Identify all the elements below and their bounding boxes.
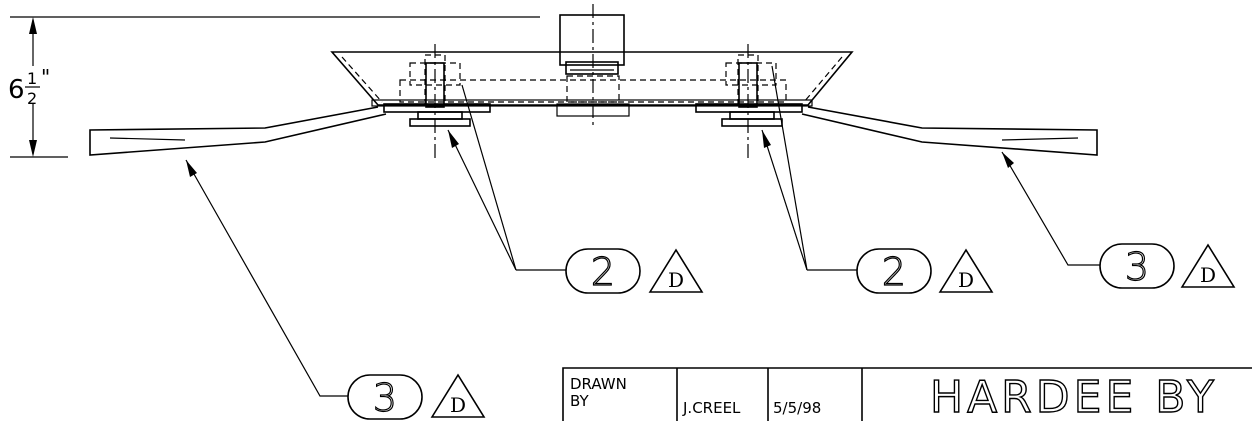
title-block: DRAWN BY J.CREEL 5/5/98 HARDEE BY xyxy=(562,367,1252,421)
callout-balloon-left-2: 2 xyxy=(565,248,641,295)
revision-letter: D xyxy=(668,268,684,292)
bolt-assembly-right xyxy=(695,44,803,160)
leader-lines-left-2 xyxy=(447,84,566,271)
drawing-date: 5/5/98 xyxy=(773,399,821,417)
callout-balloon-right-2: 2 xyxy=(856,248,932,295)
callout-right-2-number: 2 xyxy=(882,250,906,294)
dimension-whole: 6 xyxy=(8,75,25,105)
callout-right-3-number: 3 xyxy=(1125,245,1149,289)
dimension-numerator: 1 xyxy=(27,69,37,88)
revision-triangle-left-2: D xyxy=(648,248,704,293)
leader-line-right-3 xyxy=(1001,151,1100,266)
blade-left xyxy=(89,106,387,156)
callout-balloon-right-3: 3 xyxy=(1099,243,1175,290)
drawing-title: HARDEE BY xyxy=(930,372,1218,421)
revision-triangle-left-3: D xyxy=(430,373,486,418)
bolt-assembly-left xyxy=(383,44,491,160)
revision-letter: D xyxy=(450,393,466,417)
callout-left-3-number: 3 xyxy=(373,376,397,420)
revision-letter: D xyxy=(958,268,974,292)
revision-triangle-right-3: D xyxy=(1180,243,1236,288)
revision-letter: D xyxy=(1200,263,1216,287)
callout-left-2-number: 2 xyxy=(591,250,615,294)
revision-triangle-right-2: D xyxy=(938,248,994,293)
dimension-height: 6 1 2 " xyxy=(8,16,540,158)
dimension-arrow-down xyxy=(29,140,37,157)
drawn-by-label-line2: BY xyxy=(570,392,589,410)
leader-line-left-3 xyxy=(185,159,348,397)
callout-balloon-left-3: 3 xyxy=(347,374,423,421)
drafter-name: J.CREEL xyxy=(682,399,741,417)
dimension-denominator: 2 xyxy=(27,89,37,108)
leader-lines-right-2 xyxy=(761,65,857,271)
drawn-by-label-line1: DRAWN xyxy=(570,375,627,393)
dimension-unit: " xyxy=(41,65,50,89)
center-hub xyxy=(556,4,630,126)
dimension-arrow-up xyxy=(29,17,37,34)
blade-right xyxy=(801,106,1098,156)
